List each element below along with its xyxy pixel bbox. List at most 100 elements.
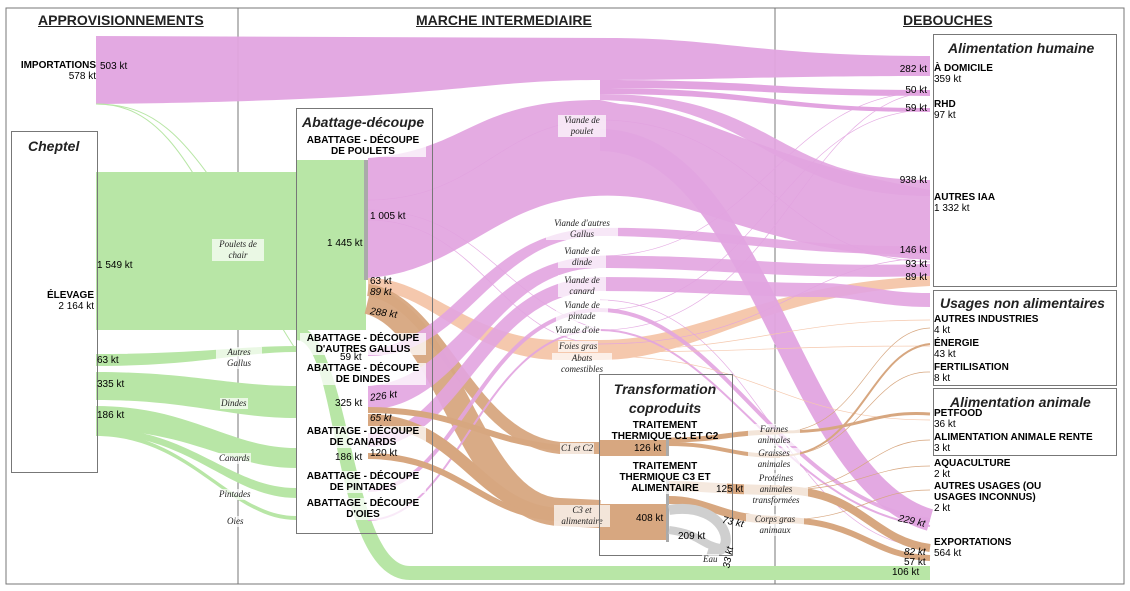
tt-c3-label: TRAITEMENT THERMIQUE C3 ET ALIMENTAIRE bbox=[603, 461, 727, 494]
flow-viande-canard bbox=[367, 276, 931, 447]
fertilisation-label: FERTILISATION bbox=[934, 362, 1009, 373]
abattage-poulets-input: 1 445 kt bbox=[327, 238, 363, 249]
rhd-total: 97 kt bbox=[934, 110, 956, 121]
flow-export-viande bbox=[599, 129, 934, 531]
autres-industries-label: AUTRES INDUSTRIES bbox=[934, 314, 1039, 325]
abattage-gallus-value: 59 kt bbox=[340, 352, 362, 363]
species-label-pintades: Pintades bbox=[218, 489, 252, 500]
autres-iaa-label: AUTRES IAA bbox=[934, 192, 996, 203]
fertilisation-total: 8 kt bbox=[934, 373, 951, 384]
transformation-out-209: 209 kt bbox=[678, 531, 706, 542]
column-header-debouches: DEBOUCHES bbox=[903, 12, 993, 28]
species-label-autres-gallus: Autres Gallus bbox=[216, 347, 262, 369]
label-farines: Farines animales bbox=[748, 424, 800, 446]
abattage-oies-label: ABATTAGE - DÉCOUPE D'OIES bbox=[300, 498, 426, 520]
importations-flow-value: 503 kt bbox=[100, 61, 128, 72]
abattage-poulets-label: ABATTAGE - DÉCOUPE DE POULETS bbox=[300, 135, 426, 157]
product-label-viande-gallus: Viande d'autres Gallus bbox=[546, 218, 618, 240]
autres-iaa-v1: 938 kt bbox=[899, 175, 927, 186]
import-flow-rhd bbox=[600, 80, 930, 96]
abattage-dindes-out-65: 65 kt bbox=[370, 413, 392, 424]
exportations-total: 564 kt bbox=[934, 548, 962, 559]
flow-viande-poulet bbox=[368, 100, 930, 278]
tt-c3-value: 408 kt bbox=[636, 513, 664, 524]
flow-value-canards: 186 kt bbox=[97, 410, 125, 421]
column-header-approvisionnements: APPROVISIONNEMENTS bbox=[38, 12, 204, 28]
rente-total: 3 kt bbox=[934, 443, 951, 454]
tt-c1c2-label: TRAITEMENT THERMIQUE C1 ET C2 bbox=[611, 420, 719, 442]
abattage-poulets-out-89: 89 kt bbox=[370, 287, 392, 298]
label-graisses: Graisses animales bbox=[748, 448, 800, 470]
abattage-canards-input: 186 kt bbox=[335, 452, 363, 463]
non-alim-box bbox=[933, 290, 1117, 386]
product-label-viande-canard: Viande de canard bbox=[558, 275, 606, 297]
export-v106: 106 kt bbox=[892, 567, 920, 578]
flow-value-poulets: 1 549 kt bbox=[97, 260, 133, 271]
rhd-label: RHD bbox=[934, 99, 956, 110]
abattage-title: Abattage-découpe bbox=[302, 114, 425, 130]
elevage-label: ÉLEVAGE bbox=[46, 290, 94, 301]
elevage-total: 2 164 kt bbox=[58, 301, 94, 312]
product-label-foies-gras: Foies gras bbox=[558, 341, 599, 352]
flow-elevage-pintades bbox=[96, 428, 296, 498]
domicile-v2: 50 kt bbox=[905, 85, 927, 96]
import-flow-main bbox=[96, 36, 930, 104]
flow-elevage-poulets bbox=[96, 172, 296, 330]
non-alim-title: Usages non alimentaires bbox=[940, 295, 1105, 311]
abattage-canards-label: ABATTAGE - DÉCOUPE DE CANARDS bbox=[300, 426, 426, 448]
abattage-poulets-input bbox=[296, 160, 366, 330]
domicile-v1: 282 kt bbox=[899, 64, 927, 75]
domicile-label: À DOMICILE bbox=[934, 63, 993, 74]
label-corps-gras: Corps gras animaux bbox=[746, 514, 804, 536]
flow-viande-dinde bbox=[368, 255, 930, 410]
cheptel-title: Cheptel bbox=[28, 138, 80, 154]
energie-label: ÉNERGIE bbox=[934, 338, 980, 349]
import-flow-rhd2 bbox=[600, 88, 930, 112]
importations-total: 578 kt bbox=[68, 71, 96, 82]
species-label-poulets: Poulets de chair bbox=[212, 239, 264, 261]
species-label-dindes: Dindes bbox=[220, 398, 248, 409]
flow-abats bbox=[368, 276, 930, 360]
petfood-total: 36 kt bbox=[934, 419, 956, 430]
flow-value-autres-gallus: 63 kt bbox=[97, 355, 119, 366]
abattage-box bbox=[296, 108, 433, 534]
autres-usages-total: 2 kt bbox=[934, 503, 951, 514]
abattage-canards-out-120: 120 kt bbox=[370, 448, 398, 459]
transformation-out-125: 125 kt bbox=[716, 484, 744, 495]
product-label-viande-poulet: Viande de poulet bbox=[558, 115, 606, 137]
label-proteines: Protéines animales transformées bbox=[744, 473, 808, 506]
abattage-dindes-input: 325 kt bbox=[335, 398, 363, 409]
export-v82: 82 kt bbox=[904, 547, 926, 558]
abattage-dindes-label: ABATTAGE - DÉCOUPE DE DINDES bbox=[300, 363, 426, 385]
product-label-viande-oie: Viande d'oie bbox=[554, 325, 601, 336]
alim-humaine-box bbox=[933, 34, 1117, 287]
flow-elevage-canards bbox=[96, 406, 296, 468]
export-v57: 57 kt bbox=[904, 557, 926, 568]
autres-iaa-v2: 146 kt bbox=[899, 245, 927, 256]
flow-elevage-autres-gallus bbox=[96, 346, 296, 366]
alim-humaine-title: Alimentation humaine bbox=[948, 40, 1095, 56]
flow-viande-gallus bbox=[368, 227, 930, 356]
product-label-viande-pintade: Viande de pintade bbox=[556, 300, 608, 322]
outer-frame bbox=[5, 7, 1125, 585]
import-flow-iaa bbox=[600, 94, 930, 196]
autres-iaa-total: 1 332 kt bbox=[934, 203, 970, 214]
rente-label: ALIMENTATION ANIMALE RENTE bbox=[934, 432, 1093, 443]
abattage-pintades-label: ABATTAGE - DÉCOUPE DE PINTADES bbox=[300, 471, 426, 493]
label-eau: Eau bbox=[702, 554, 719, 565]
aquaculture-total: 2 kt bbox=[934, 469, 951, 480]
importations-label: IMPORTATIONS bbox=[20, 60, 96, 71]
tt-c1c2-value: 126 kt bbox=[634, 443, 662, 454]
transformation-box bbox=[599, 374, 733, 556]
alim-animale-title: Alimentation animale bbox=[950, 394, 1091, 410]
species-label-oies: Oies bbox=[226, 516, 245, 527]
autres-industries-total: 4 kt bbox=[934, 325, 951, 336]
transformation-title: Transformation coproduits bbox=[613, 381, 717, 416]
petfood-label: PETFOOD bbox=[934, 408, 983, 419]
autres-iaa-v3: 93 kt bbox=[905, 259, 927, 270]
domicile-total: 359 kt bbox=[934, 74, 962, 85]
energie-total: 43 kt bbox=[934, 349, 956, 360]
aquaculture-label: AQUACULTURE bbox=[934, 458, 1011, 469]
rhd-v1: 59 kt bbox=[905, 103, 927, 114]
autres-iaa-v4: 89 kt bbox=[905, 272, 927, 283]
